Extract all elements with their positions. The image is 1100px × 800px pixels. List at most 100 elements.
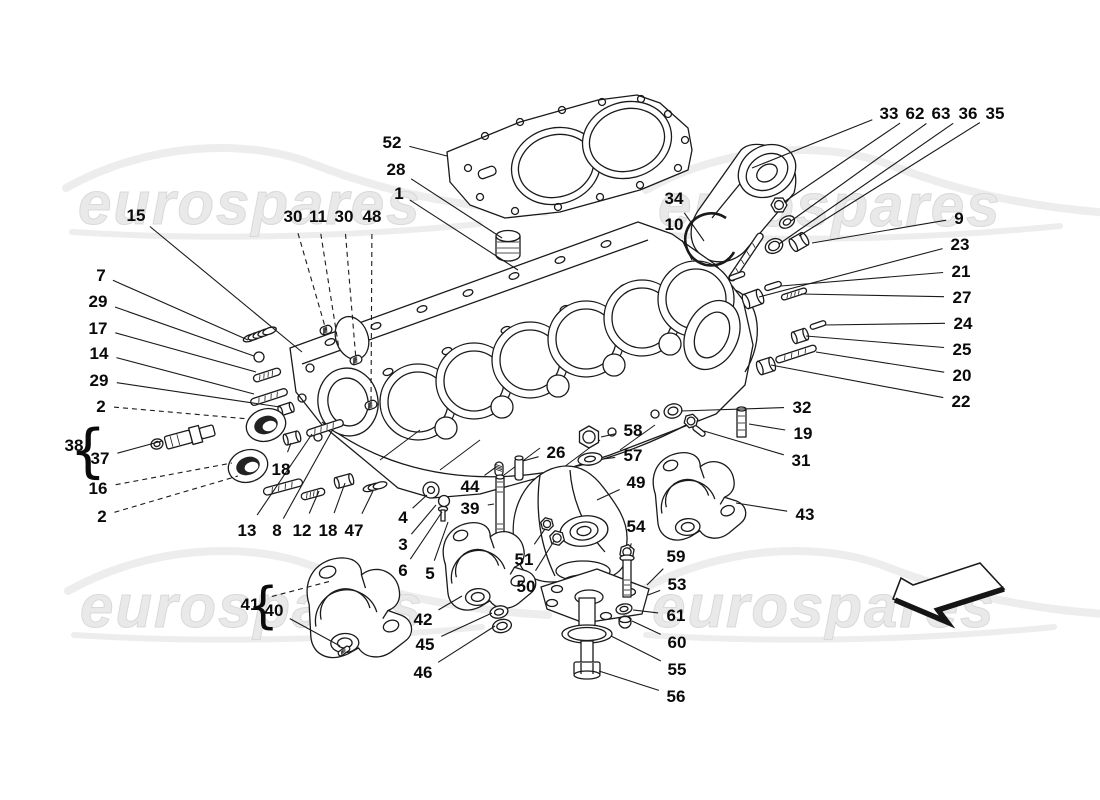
- dome-nut: [618, 615, 632, 629]
- stud: [728, 270, 746, 282]
- leader-line-47: [361, 490, 374, 515]
- shape: [683, 413, 699, 429]
- thread: [342, 650, 344, 654]
- thread: [320, 426, 322, 433]
- leader-line-59: [646, 568, 664, 586]
- shape: [489, 536, 495, 549]
- callout-27: 27: [953, 288, 972, 307]
- swoosh-curve: [62, 143, 550, 216]
- shape: [288, 401, 295, 413]
- bearing-saddle: [658, 332, 682, 356]
- shape: [667, 406, 679, 416]
- rib-line: [439, 439, 481, 471]
- rail-bolt-hole: [508, 272, 520, 280]
- callout-58: 58: [624, 421, 643, 440]
- shape: [542, 519, 552, 529]
- callout-51: 51: [515, 550, 534, 569]
- spring-coil: [372, 481, 388, 490]
- seal-ring: [227, 448, 269, 484]
- leader-line-16: [115, 462, 233, 486]
- leader-line-44: [484, 466, 497, 476]
- shape: [306, 419, 344, 437]
- thread: [326, 424, 328, 431]
- bushing: [282, 430, 302, 446]
- callout-8: 8: [272, 521, 281, 540]
- callout-12: 12: [293, 521, 312, 540]
- callout-33: 33: [880, 104, 899, 123]
- screw-shank: [440, 509, 446, 522]
- bottom-flange-curve: [321, 421, 693, 478]
- thread: [326, 326, 328, 333]
- callout-41: 41: [241, 595, 260, 614]
- thread: [354, 357, 355, 364]
- shape: [582, 430, 596, 444]
- thread: [343, 649, 345, 653]
- thread: [495, 465, 503, 469]
- shape: [764, 280, 782, 292]
- bearing-saddle: [602, 353, 626, 377]
- parts-drawing: [150, 94, 827, 680]
- brace-0: {: [70, 416, 107, 484]
- gasket-hole: [595, 192, 605, 202]
- o-ring: [663, 403, 683, 419]
- bracket-screw: [337, 645, 351, 657]
- callout-10: 10: [665, 215, 684, 234]
- thread: [314, 428, 316, 434]
- gasket-hole: [463, 163, 473, 173]
- callout-44: 44: [461, 477, 480, 496]
- callout-17: 17: [89, 319, 108, 338]
- shape: [360, 574, 367, 589]
- leader-line-27: [800, 293, 945, 298]
- leader-line-1: [409, 199, 519, 271]
- gasket-hole: [635, 180, 645, 190]
- shape: [578, 425, 600, 449]
- shape: [719, 496, 726, 505]
- front-bearing-inner: [327, 377, 369, 427]
- gasket-bore: [581, 100, 673, 180]
- watermark-text: eurospares: [78, 170, 422, 237]
- shape: [790, 331, 798, 345]
- leader-line-22: [770, 364, 944, 399]
- head-gasket: [446, 94, 693, 219]
- callout-34: 34: [665, 189, 684, 208]
- shape: [583, 455, 597, 463]
- leader-line-53: [647, 589, 661, 596]
- leader-line-56: [598, 670, 660, 691]
- callout-29: 29: [90, 371, 109, 390]
- callout-36: 36: [959, 104, 978, 123]
- thread: [291, 481, 293, 488]
- leader-line-12: [308, 490, 320, 514]
- hex-bolt: [683, 413, 706, 437]
- shape: [615, 603, 633, 615]
- gasket-hole: [553, 202, 563, 212]
- shape: [437, 494, 451, 508]
- leader-line-58: [600, 433, 616, 438]
- shape: [382, 610, 389, 619]
- swoosh-underline: [643, 624, 1057, 643]
- leader-line-36: [778, 122, 954, 245]
- callout-25: 25: [953, 340, 972, 359]
- shape: [295, 430, 302, 443]
- leader-line-25: [805, 335, 945, 349]
- hex-fitting: [770, 197, 788, 213]
- thread: [309, 492, 312, 498]
- thread: [784, 355, 786, 361]
- direction-arrow-icon: [891, 562, 1006, 629]
- watermark-0: eurospares: [62, 143, 550, 240]
- shape: [300, 487, 326, 501]
- thread: [258, 397, 260, 403]
- callout-30: 30: [335, 207, 354, 226]
- thread: [341, 650, 342, 655]
- thread: [332, 422, 334, 429]
- callout-35: 35: [986, 104, 1005, 123]
- leader-line-48: [370, 233, 373, 406]
- shape: [509, 566, 516, 575]
- shape: [493, 608, 505, 616]
- canister-housing: [690, 143, 797, 263]
- leader-line-2: [114, 475, 239, 513]
- callout-37: 37: [91, 449, 110, 468]
- thread: [794, 291, 796, 296]
- leader-line-29: [116, 382, 281, 408]
- callout-2: 2: [96, 397, 105, 416]
